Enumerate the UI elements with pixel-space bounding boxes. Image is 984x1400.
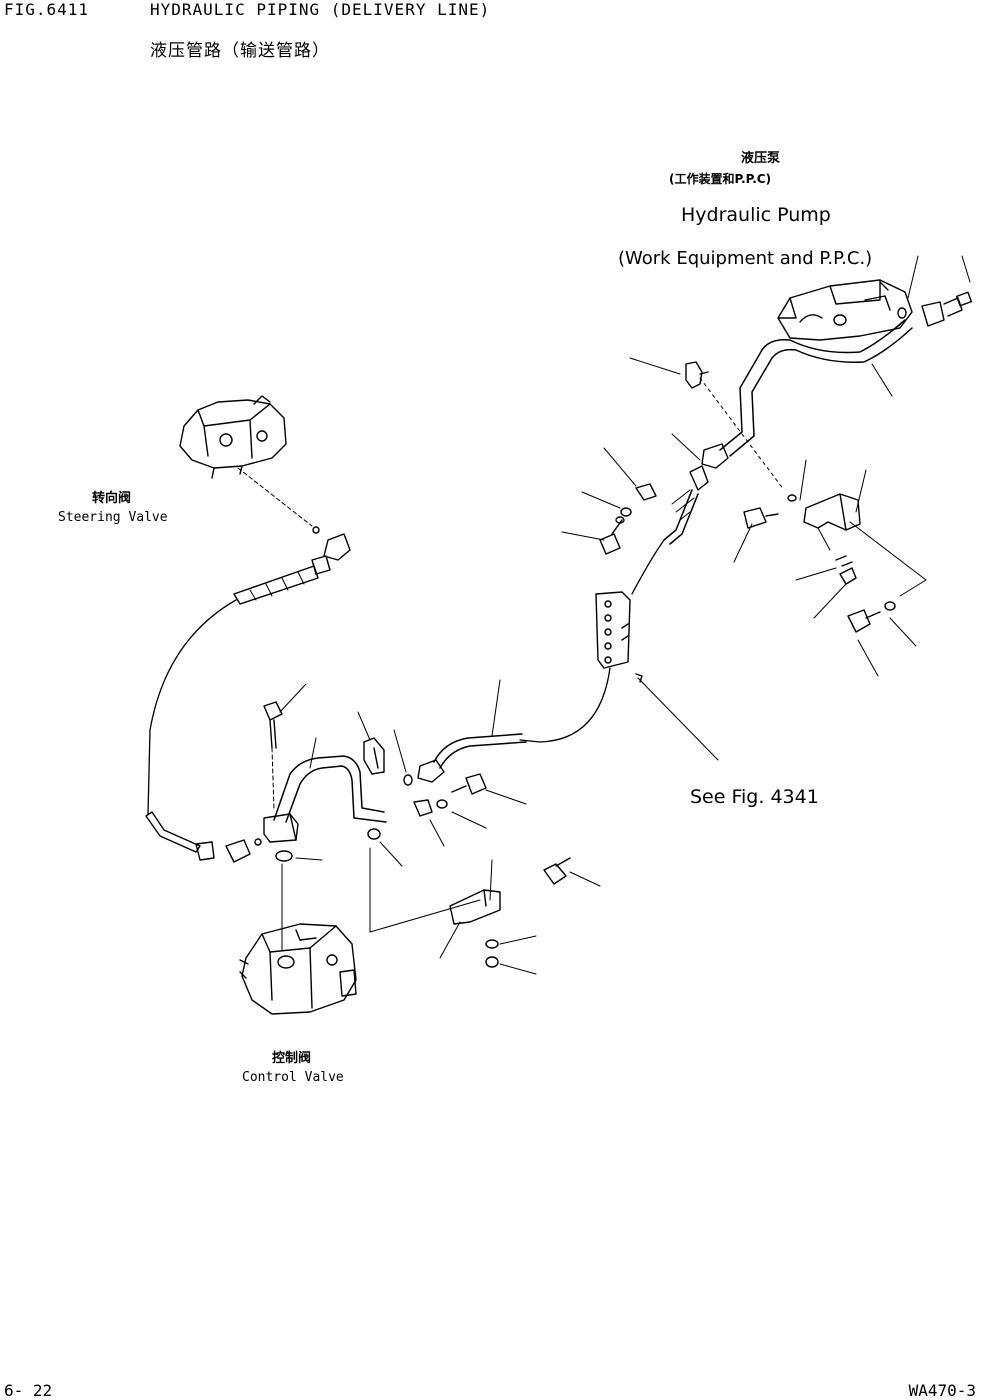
see-figure-reference: See Fig. 4341 — [690, 786, 819, 808]
mounting-plate — [596, 592, 718, 760]
page-number: 6- 22 — [4, 1381, 53, 1400]
hydraulic-pump-sublabel-cn: (工作装置和P.P.C) — [669, 172, 772, 186]
figure-number: FIG.6411 — [4, 0, 90, 19]
steering-elbow — [312, 527, 350, 574]
hydraulic-pump-sublabel-en: (Work Equipment and P.P.C.) — [618, 248, 873, 269]
figure-title-chinese: 液压管路（输送管路） — [150, 41, 330, 61]
hydraulic-pump — [778, 280, 912, 340]
control-valve-flange — [264, 684, 322, 950]
pipe-clamp-upper — [686, 362, 784, 490]
figure-title-english: HYDRAULIC PIPING (DELIVERY LINE) — [150, 0, 491, 19]
steering-valve-label-cn: 转向阀 — [92, 491, 132, 506]
o-ring-pump — [898, 308, 906, 318]
lower-bracket — [370, 848, 600, 974]
right-bracket — [734, 460, 926, 676]
pump-leader-lines — [630, 256, 970, 396]
control-valve — [240, 924, 356, 1014]
split-flange — [922, 302, 944, 326]
lower-steel-pipe — [274, 738, 386, 822]
control-valve-label-en: Control Valve — [242, 1070, 344, 1085]
control-valve-label-cn: 控制阀 — [272, 1051, 312, 1066]
hydraulic-pump-label-en: Hydraulic Pump — [681, 204, 831, 226]
delivery-hose-lower — [434, 668, 610, 768]
pipe-elbow-fitting — [672, 434, 728, 490]
hydraulic-pump-label-cn: 液压泵 — [741, 151, 781, 166]
steering-valve-label-en: Steering Valve — [58, 510, 168, 525]
model-code: WA470-3 — [908, 1381, 976, 1400]
pump-outlet-fittings — [898, 292, 971, 326]
u-clamp-lower — [358, 712, 384, 774]
hose-fasteners — [562, 448, 656, 554]
delivery-hose-right — [632, 490, 698, 594]
delivery-pipe-upper — [720, 320, 912, 456]
steering-valve — [180, 396, 312, 526]
steering-hose — [146, 566, 318, 862]
lower-fittings — [368, 730, 526, 866]
